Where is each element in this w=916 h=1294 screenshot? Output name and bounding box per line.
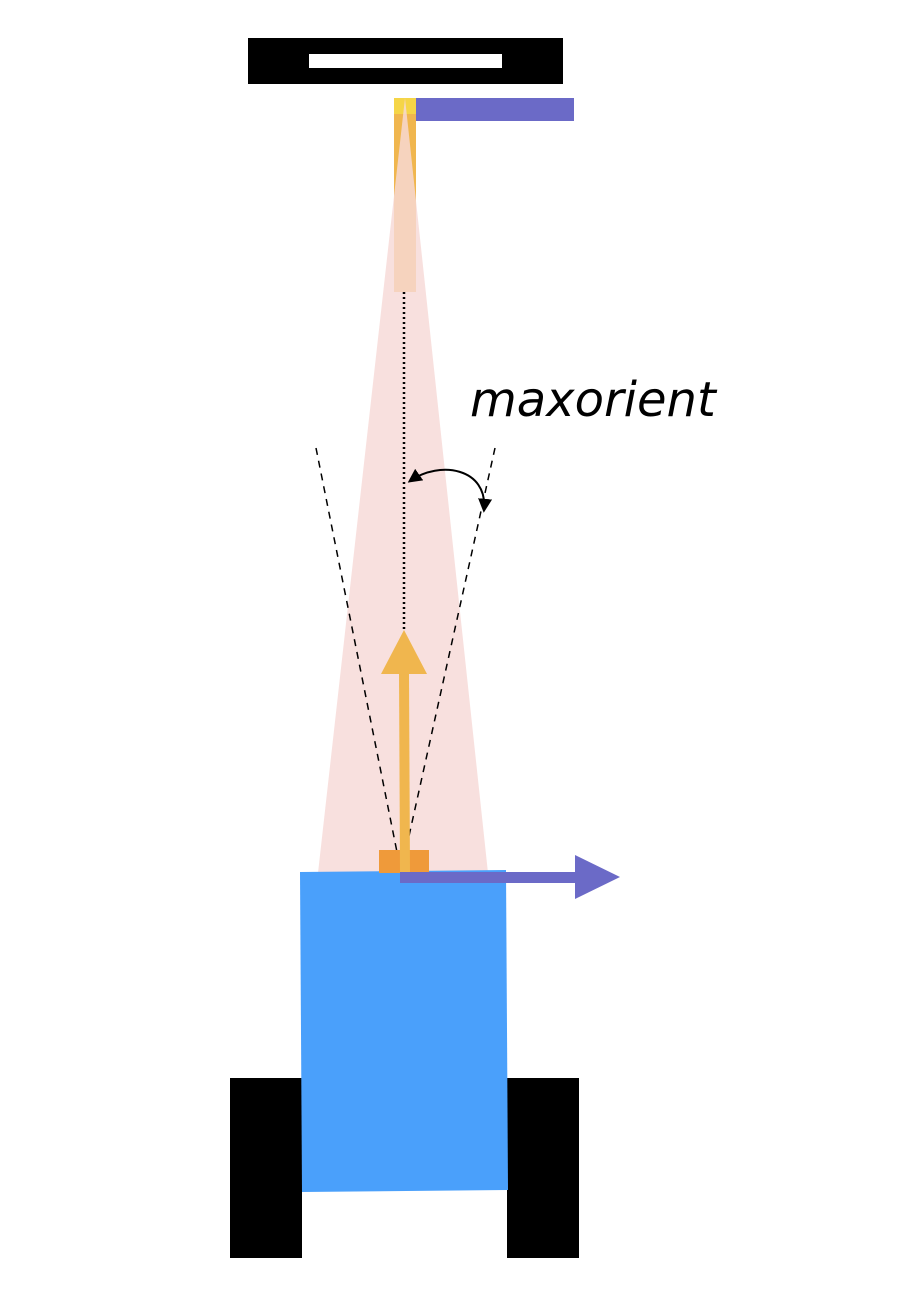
robot-body — [300, 870, 508, 1192]
curved-double-arrow-icon — [407, 468, 493, 513]
right-wheel — [507, 1078, 579, 1258]
robot-side-arrow-head — [575, 855, 620, 899]
marker-x-axis — [416, 98, 574, 121]
robot-forward-arrow-shaft — [399, 672, 410, 872]
left-wheel — [230, 1078, 302, 1258]
camera-view-cone — [318, 98, 488, 873]
marker-inner — [309, 54, 502, 68]
angle-label: maxorient — [470, 372, 718, 428]
robot-forward-arrow-head — [381, 630, 427, 674]
robot-side-arrow-shaft — [400, 872, 575, 883]
